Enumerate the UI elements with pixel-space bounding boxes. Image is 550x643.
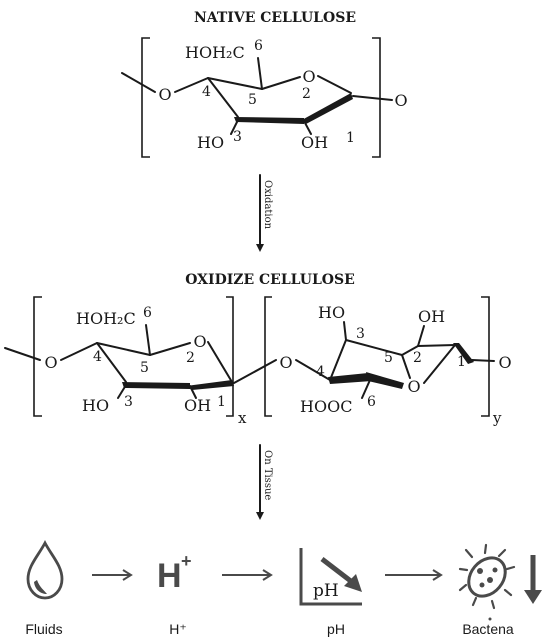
oxidized-right-link-o: O — [498, 353, 511, 372]
native-link-o-left: O — [158, 85, 171, 104]
oxidized-right-ring-o: O — [407, 377, 420, 396]
oxidized-left-oh-2: OH — [184, 396, 211, 415]
oxidation-arrow: Oxidation — [256, 174, 273, 252]
sequence-arrow-3 — [385, 569, 443, 581]
native-link-o-right: O — [394, 91, 407, 110]
label-ph: pH — [327, 621, 345, 637]
label-proton: H⁺ — [169, 621, 187, 637]
oxidized-right-num-2: 2 — [413, 350, 422, 366]
title-native: NATIVE CELLULOSE — [194, 10, 356, 26]
oxidation-label: Oxidation — [262, 180, 273, 230]
title-oxidized: OXIDIZE CELLULOSE — [185, 272, 355, 288]
ph-icon-glyph: pH — [313, 581, 339, 601]
native-num-3: 3 — [233, 129, 242, 145]
oxidized-left-num-6: 6 — [143, 305, 152, 321]
oxidized-link-o-left: O — [44, 353, 57, 372]
native-oh-2: OH — [301, 133, 328, 152]
oxidized-left-num-1: 1 — [217, 394, 226, 410]
native-num-2: 2 — [302, 86, 311, 102]
oxidized-right-ho-3: HO — [318, 303, 345, 322]
oxidized-left-ho-3: HO — [82, 396, 109, 415]
oxidized-right-oh-2: OH — [418, 307, 445, 326]
oxidized-sub-y: y — [492, 409, 502, 427]
sequence-arrow-2 — [222, 569, 273, 581]
oxidized-bridge-o: O — [279, 353, 292, 372]
native-num-4: 4 — [202, 84, 211, 100]
oxidized-left-num-2: 2 — [186, 350, 195, 366]
oxidized-right-num-4: 4 — [316, 364, 325, 380]
droplet-icon — [26, 540, 64, 600]
oxidized-right-num-6: 6 — [367, 394, 376, 410]
label-bacteria: Bactena — [462, 621, 514, 637]
native-cellulose-structure: O O HOH₂C HO OH O 6 4 5 2 3 1 — [121, 37, 408, 158]
native-ch2oh: HOH₂C — [185, 43, 245, 62]
oxidized-right-unit: y O O HO OH HOOC 3 4 5 2 1 6 — [264, 296, 512, 427]
oxidized-left-num-4: 4 — [93, 349, 102, 365]
oxidized-right-num-5: 5 — [384, 350, 393, 366]
proton-plus-glyph: + — [181, 551, 192, 571]
proton-icon: H + — [157, 551, 192, 595]
label-fluids: Fluids — [25, 621, 62, 637]
proton-h-glyph: H — [157, 557, 182, 595]
oxidized-right-cooh: HOOC — [300, 397, 352, 416]
bacteria-icon — [458, 543, 516, 621]
on-tissue-label: On Tissue — [262, 450, 273, 500]
native-num-6: 6 — [254, 38, 263, 54]
oxidized-sub-x: x — [238, 409, 247, 427]
oxidized-left-ring-o: O — [193, 332, 206, 351]
oxidized-right-num-3: 3 — [356, 326, 365, 342]
oxidized-right-num-1: 1 — [457, 354, 466, 370]
oxidized-left-num-3: 3 — [124, 394, 133, 410]
native-num-1: 1 — [346, 130, 355, 146]
native-ring-o: O — [302, 67, 315, 86]
on-tissue-arrow: On Tissue — [256, 444, 273, 520]
oxidized-left-ch2oh: HOH₂C — [76, 309, 136, 328]
native-ho-3: HO — [197, 133, 224, 152]
ph-decrease-icon: pH — [299, 548, 362, 606]
decrease-arrow-icon — [524, 555, 542, 604]
oxidized-left-num-5: 5 — [140, 360, 149, 376]
sequence-arrow-1 — [92, 569, 133, 581]
oxidized-left-unit: x O O HOH₂C HO OH 6 4 5 2 3 1 — [4, 296, 247, 427]
native-num-5: 5 — [248, 92, 257, 108]
